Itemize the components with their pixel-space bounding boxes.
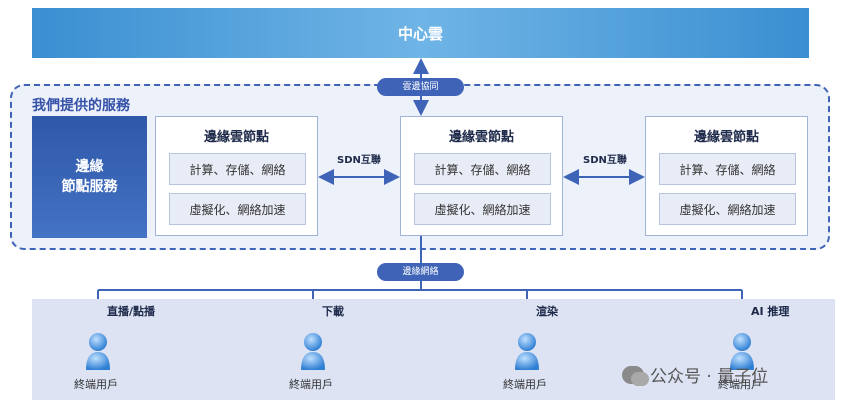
- node-virtualization-box: 虛擬化、網絡加速: [659, 193, 796, 225]
- node-virtualization-box: 虛擬化、網絡加速: [414, 193, 551, 225]
- end-user-label-2: 終端用戶: [289, 378, 333, 391]
- branch-label-download: 下載: [322, 305, 344, 318]
- end-user-label-3: 終端用戶: [503, 378, 547, 391]
- branch-label-streaming: 直播/點播: [107, 305, 156, 318]
- sdn-label-left: SDN互聯: [337, 155, 381, 166]
- end-user-label-1: 終端用戶: [74, 378, 118, 391]
- watermark: 公众号 · 量子位: [622, 362, 768, 387]
- edge-cloud-node-2: 邊緣雲節點 計算、存儲、網絡 虛擬化、網絡加速: [400, 116, 563, 236]
- user-icon: [730, 333, 754, 370]
- services-panel-title: 我們提供的服務: [32, 98, 130, 114]
- node-compute-box: 計算、存儲、網絡: [169, 153, 306, 185]
- user-icon: [301, 333, 325, 370]
- edge-node-service-block: 邊緣 節點服務: [32, 116, 147, 238]
- user-icon: [86, 333, 110, 370]
- edge-cloud-node-3: 邊緣雲節點 計算、存儲、網絡 虛擬化、網絡加速: [645, 116, 808, 236]
- branch-label-render: 渲染: [536, 305, 558, 318]
- node-compute-box: 計算、存儲、網絡: [414, 153, 551, 185]
- node-title: 邊緣雲節點: [203, 130, 269, 145]
- node-compute-box: 計算、存儲、網絡: [659, 153, 796, 185]
- central-cloud-label: 中心雲: [397, 24, 443, 43]
- node-title: 邊緣雲節點: [448, 130, 514, 145]
- sdn-label-right: SDN互聯: [583, 155, 627, 166]
- branch-label-ai-inference: AI 推理: [751, 305, 790, 318]
- central-cloud: 中心雲: [32, 8, 809, 58]
- wechat-logo-icon: [622, 365, 649, 386]
- watermark-text: 公众号 · 量子位: [650, 367, 769, 387]
- edge-network-pill: 邊緣網絡: [377, 263, 464, 281]
- edge-network-pill-label: 邊緣網絡: [402, 267, 439, 277]
- user-icon: [515, 333, 539, 370]
- node-virtualization-box: 虛擬化、網絡加速: [169, 193, 306, 225]
- edge-service-line2: 節點服務: [61, 179, 118, 195]
- cloud-edge-pill-label: 雲邊協同: [402, 82, 439, 92]
- node-title: 邊緣雲節點: [693, 130, 759, 145]
- end-user-label-4: 終端用戶: [718, 378, 762, 391]
- edge-service-line1: 邊緣: [75, 159, 104, 175]
- cloud-edge-pill: 雲邊協同: [377, 78, 464, 96]
- end-users-panel: [32, 299, 835, 400]
- edge-cloud-node-1: 邊緣雲節點 計算、存儲、網絡 虛擬化、網絡加速: [155, 116, 318, 236]
